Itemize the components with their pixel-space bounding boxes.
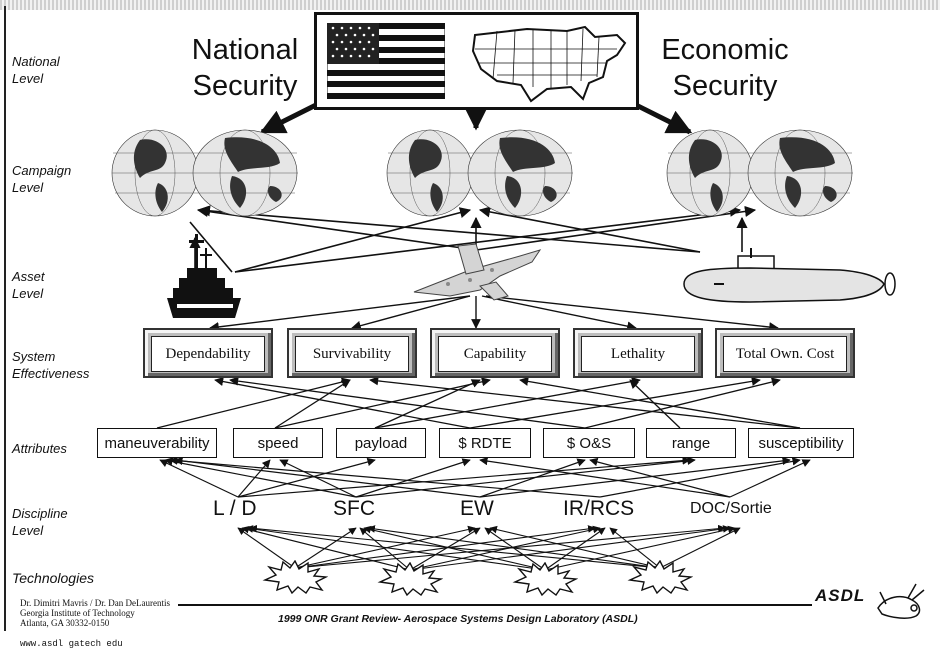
credits-lines: Dr. Dimitri Mavris / Dr. Dan DeLaurentis…: [20, 598, 170, 628]
discipline-sfc: SFC: [333, 497, 375, 520]
asdl-mascot-icon: [877, 583, 925, 619]
globe-icon: [666, 129, 853, 217]
top-scan-band: [0, 0, 940, 10]
attribute-maneuverability: maneuverability: [97, 428, 217, 458]
level-label-technologies: Technologies: [12, 570, 94, 586]
effectiveness-label: Capability: [438, 336, 552, 372]
level-label-asset: Asset Level: [12, 269, 45, 301]
national-emblem-box: [314, 12, 639, 110]
discipline-ew: EW: [460, 497, 494, 520]
effectiveness-label: Survivability: [295, 336, 409, 372]
author-credits: Dr. Dimitri Mavris / Dr. Dan DeLaurentis…: [20, 588, 170, 649]
economic-security-title: Economic Security: [661, 34, 789, 102]
effectiveness-lethality: Lethality: [573, 328, 703, 378]
technology-burst-icon: [262, 560, 328, 594]
globe-icon: [111, 129, 298, 217]
asdl-logo-text: ASDL: [815, 586, 866, 605]
technology-burst-icon: [512, 562, 578, 596]
attribute-susceptibility: susceptibility: [748, 428, 854, 458]
globe-icon: [386, 129, 573, 217]
effectiveness-label: Dependability: [151, 336, 265, 372]
effectiveness-survivability: Survivability: [287, 328, 417, 378]
attribute-range: range: [646, 428, 736, 458]
effectiveness-label: Lethality: [581, 336, 695, 372]
discipline-ir-rcs: IR/RCS: [563, 497, 635, 520]
level-label-discipline: Discipline Level: [12, 506, 68, 538]
submarine-icon: [683, 248, 896, 303]
battleship-icon: [167, 234, 241, 318]
discipline-l-over-d: L / D: [213, 497, 257, 520]
us-map-icon: [471, 25, 627, 103]
attribute-rdte: $ RDTE: [439, 428, 531, 458]
level-label-national: National Level: [12, 54, 60, 86]
effectiveness-capability: Capability: [430, 328, 560, 378]
effectiveness-dependability: Dependability: [143, 328, 273, 378]
footer-caption: 1999 ONR Grant Review- Aerospace Systems…: [278, 613, 638, 625]
left-border-rule: [4, 6, 6, 631]
attribute-o-and-s: $ O&S: [543, 428, 635, 458]
technology-burst-icon: [627, 560, 693, 594]
level-label-system-effectiveness: System Effectiveness: [12, 349, 90, 381]
attribute-payload: payload: [336, 428, 426, 458]
level-label-attributes: Attributes: [12, 441, 67, 456]
effectiveness-label: Total Own. Cost: [723, 336, 847, 372]
connection-lines: [156, 95, 812, 606]
technology-burst-icon: [377, 562, 443, 596]
discipline-doc-sortie: DOC/Sortie: [690, 500, 772, 517]
national-security-title: National Security: [191, 34, 299, 102]
attribute-speed: speed: [233, 428, 323, 458]
effectiveness-total-own-cost: Total Own. Cost: [715, 328, 855, 378]
level-label-campaign: Campaign Level: [12, 163, 72, 195]
us-flag-icon: [327, 23, 445, 99]
credits-url: www.asdl gatech edu: [20, 639, 123, 649]
fighter-jet-icon: [413, 243, 542, 301]
